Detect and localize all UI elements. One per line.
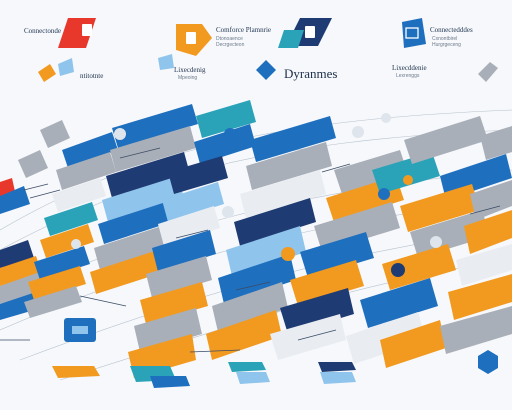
header-2-sub: Dtonoaence Decrgecteon [216,36,245,48]
label-right-1: Lixecddenie [392,64,427,72]
sky-tile [158,54,174,70]
puzzle-icon [403,175,413,185]
band-g [346,116,512,368]
cube-icon [478,350,498,374]
band-a [0,120,70,320]
micro-text [23,147,501,353]
gear-icon [352,126,364,138]
gear-icon [430,236,442,248]
scattered-icons [71,113,442,277]
header-1-title: Connectonde [24,27,61,35]
band-b [24,132,118,318]
blue-diamond [256,60,276,80]
gear-icon [222,206,234,218]
band-e [206,116,336,360]
document-icon [305,26,315,38]
band-c [90,104,198,294]
puzzle-icon [281,247,295,261]
chat-bubble-icon [381,113,391,123]
chat-bubble-icon [71,239,81,249]
header-2-title: Comforce Plamnrie [216,26,272,34]
puzzle-icon [391,263,405,277]
label-center-small-2: Mpeoing [178,75,198,81]
blue-tile [402,18,426,48]
laptop-icon [405,27,419,39]
document-icon [186,32,196,44]
puzzle-icon [224,128,236,140]
label-center-small-1: Lixecdenig [174,66,206,74]
document-icon [82,24,92,36]
header-4-title: Connectedddes [430,26,473,34]
band-d [128,100,256,378]
gray-diamond [478,62,498,82]
orange-diamond [38,64,56,82]
puzzle-icon [378,188,390,200]
label-left: ntitotnte [80,72,104,80]
teal-tile [278,30,304,48]
header-graphics [38,18,498,82]
sky-diamond [58,58,74,76]
header-4-sub: Cxnontbirel Hurgrgeceng [432,36,461,48]
label-right-2: Lexrenggs [396,73,420,79]
band-h [440,126,512,354]
label-center-big: Dyranmes [284,66,338,81]
chat-bubble-icon [114,128,126,140]
bottom-row [0,318,498,388]
